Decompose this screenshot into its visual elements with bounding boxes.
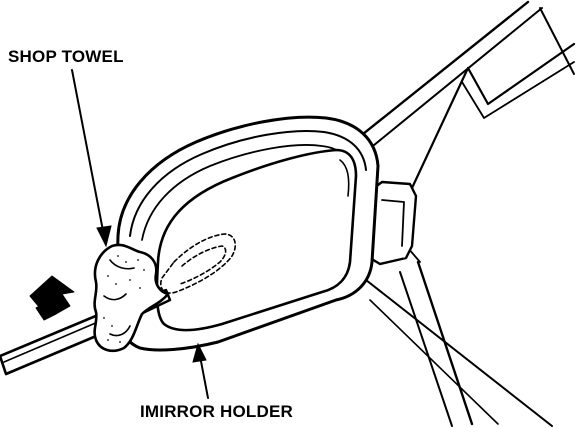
mirror-holder-hidden-outline (160, 233, 237, 294)
mirror-holder-label: IMIRROR HOLDER (140, 402, 293, 421)
towel-dot (119, 341, 121, 343)
towel-dot (117, 255, 119, 257)
window-frame-inner-edge (367, 7, 543, 151)
pry-arrow-tail (35, 301, 57, 321)
mirror-housing-rim (129, 129, 367, 237)
window-glass-trim (461, 61, 575, 119)
mirror-mount-face (381, 199, 405, 247)
towel-dot (137, 259, 139, 261)
shop-towel-texture (103, 255, 145, 343)
door-window-frame (356, 0, 576, 427)
shop-towel-leader-arrowhead (96, 225, 112, 248)
towel-dot (103, 317, 105, 319)
mirror-glass-edge-highlight (339, 159, 350, 197)
shop-towel-label: SHOP TOWEL (8, 47, 124, 66)
window-glass-outline (410, 42, 576, 190)
screwdriver-shaft-highlight (3, 315, 113, 363)
leader-lines (71, 69, 209, 399)
window-frame-rear-edge (539, 7, 575, 75)
shop-towel-cloth (93, 243, 170, 353)
towel-dot (139, 287, 141, 289)
shop-towel-fold-3 (109, 325, 131, 337)
door-panel-belt-line-inner (369, 299, 499, 425)
towel-dot (129, 279, 131, 281)
shop-towel-fold-1 (109, 259, 135, 270)
mirror-glass-surface (155, 148, 358, 332)
towel-dot (115, 283, 117, 285)
towel-dot (125, 261, 127, 263)
mirror-glass (155, 148, 358, 332)
mirror-holder-leader-arrowhead (192, 342, 207, 363)
shop-towel (93, 243, 170, 353)
mirror-holder-dashed-inner (179, 245, 227, 285)
shop-towel-fold-2 (103, 293, 127, 301)
towel-dot (111, 325, 113, 327)
mirror-holder-dashed-outer (160, 233, 237, 294)
door-panel-line-lower (399, 271, 453, 427)
shop-towel-leader (71, 69, 105, 237)
door-panel-belt-line (365, 279, 553, 427)
towel-dot (107, 339, 109, 341)
towel-dot (107, 275, 109, 277)
towel-dot (143, 269, 145, 271)
mirror-holder-leader (199, 355, 209, 399)
pry-direction-arrow-icon (29, 275, 75, 321)
window-frame-outer-edge (356, 0, 530, 140)
